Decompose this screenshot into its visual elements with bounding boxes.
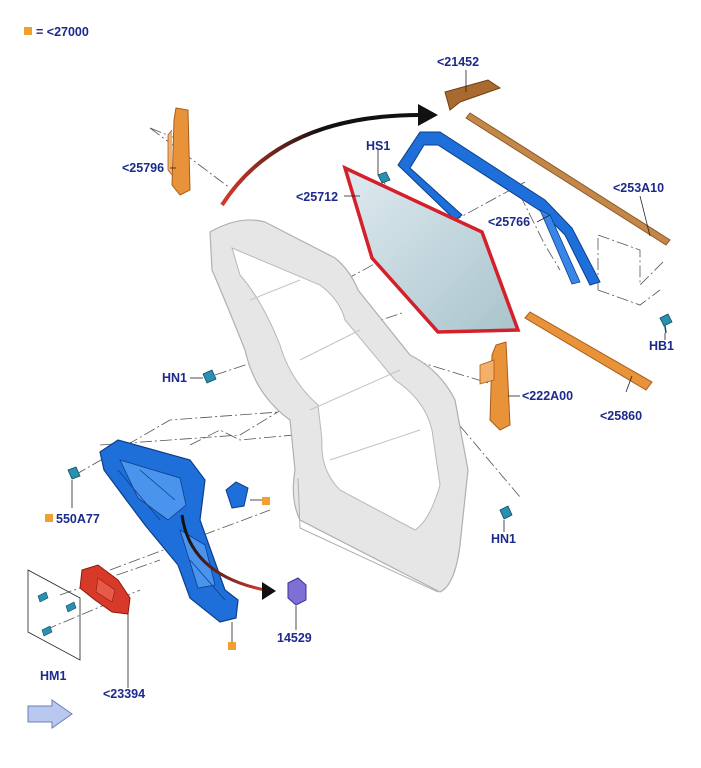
hn1-bottom-fastener xyxy=(499,505,513,520)
label-hn1-bottom: HN1 xyxy=(491,532,516,546)
door-inner-panel xyxy=(209,219,469,593)
label-25712: <25712 xyxy=(296,190,338,204)
part-25766-glass-run xyxy=(397,131,601,286)
label-222a00: <222A00 xyxy=(522,389,573,403)
label-253a10: <253A10 xyxy=(613,181,664,195)
label-hs1: HS1 xyxy=(366,139,390,153)
part-25860-belt-strip xyxy=(524,311,653,391)
label-550a77: 550A77 xyxy=(56,512,100,526)
legend-marker-bracket xyxy=(262,497,270,505)
legend-text: = <27000 xyxy=(36,25,89,39)
removal-arrow-14529 xyxy=(180,514,276,600)
part-labels: <21452 <25796 HS1 <253A10 <25712 <25766 … xyxy=(40,55,674,701)
part-21452-trim xyxy=(444,79,502,111)
hs1-clip xyxy=(377,171,391,184)
legend-marker-550a77 xyxy=(45,514,53,522)
regulator-small-bracket xyxy=(225,481,249,509)
part-253a10-strip xyxy=(465,112,671,246)
part-25712-window-glass xyxy=(342,164,521,334)
part-14529 xyxy=(287,577,307,606)
label-25860: <25860 xyxy=(600,409,642,423)
label-23394: <23394 xyxy=(103,687,145,701)
hn1-top-fastener xyxy=(202,369,217,384)
part-222a00-bracket xyxy=(479,341,511,431)
label-14529: 14529 xyxy=(277,631,312,645)
hb1-bolt xyxy=(659,313,673,334)
legend-markers xyxy=(45,497,270,650)
removal-direction-arrow xyxy=(220,104,438,207)
label-25766: <25766 xyxy=(488,215,530,229)
window-regulator-frame xyxy=(99,439,239,623)
label-hn1-top: HN1 xyxy=(162,371,187,385)
leader-lines xyxy=(71,70,666,688)
part-550a77-bolt xyxy=(67,466,81,480)
legend-marker-regulator xyxy=(228,642,236,650)
legend: = <27000 xyxy=(24,25,89,39)
label-25796: <25796 xyxy=(122,161,164,175)
legend-marker xyxy=(24,27,32,35)
hm1-screws-group xyxy=(27,569,81,661)
front-direction-arrow xyxy=(27,699,73,729)
part-23394-motor xyxy=(79,564,131,615)
label-hb1: HB1 xyxy=(649,339,674,353)
part-25796-bracket xyxy=(167,107,191,196)
label-21452: <21452 xyxy=(437,55,479,69)
label-hm1: HM1 xyxy=(40,669,66,683)
